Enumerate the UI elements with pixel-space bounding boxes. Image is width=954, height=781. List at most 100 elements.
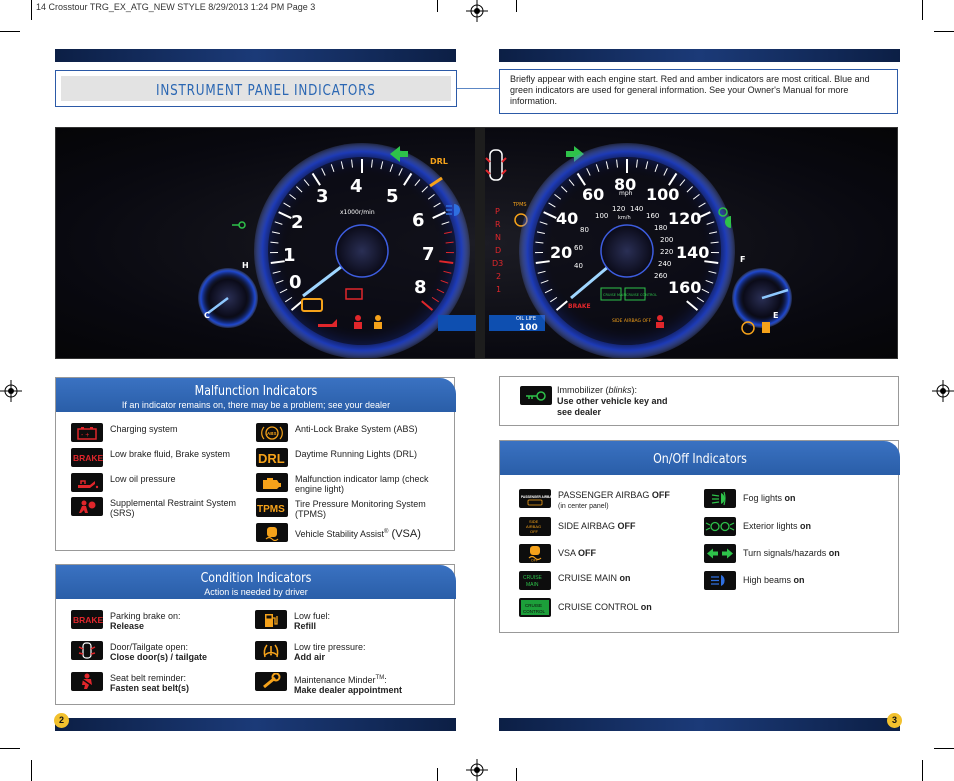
kmh-200: 200 bbox=[660, 236, 673, 244]
crop-mark bbox=[437, 768, 438, 781]
gauge-tick bbox=[550, 296, 558, 303]
tach-3: 3 bbox=[316, 186, 329, 207]
cruise-control-indicator: CRUISE CONTROL bbox=[624, 287, 657, 301]
svg-text:BRAKE: BRAKE bbox=[73, 615, 103, 625]
seat-belt-icon bbox=[71, 672, 103, 691]
page-number-left: 2 bbox=[54, 713, 69, 728]
gauge-tick bbox=[543, 211, 557, 219]
gauge-tick bbox=[561, 186, 568, 193]
gauge-tick bbox=[663, 168, 668, 176]
gauge-tick bbox=[697, 211, 711, 219]
check-engine-icon bbox=[256, 473, 288, 492]
condition-subtitle: Action is needed by driver bbox=[204, 587, 308, 597]
gauge-tick bbox=[296, 186, 303, 193]
page-number-right: 3 bbox=[887, 713, 902, 728]
exterior-lights-icon bbox=[704, 517, 736, 536]
tach-4: 4 bbox=[350, 176, 363, 197]
drl-item: DRL Daytime Running Lights (DRL) bbox=[256, 448, 418, 467]
fuel-pump-icon bbox=[255, 610, 287, 629]
tach-1: 1 bbox=[283, 245, 296, 266]
onoff-title: On/Off Indicators bbox=[653, 452, 747, 467]
crop-mark bbox=[437, 0, 438, 12]
gauge-tick bbox=[692, 193, 700, 200]
gauge-tick bbox=[311, 172, 321, 186]
tach-2: 2 bbox=[291, 212, 304, 233]
kmh-120: 120 bbox=[612, 205, 625, 213]
low-tire-icon bbox=[255, 641, 287, 660]
gauge-tick bbox=[705, 279, 714, 284]
fuel-f-label: F bbox=[740, 255, 745, 264]
gauge-tick bbox=[380, 161, 384, 170]
vsa-off-icon: OFF bbox=[519, 544, 551, 563]
gauge-tick bbox=[708, 270, 717, 274]
gauge-tick bbox=[439, 260, 454, 264]
gauge-tick bbox=[645, 161, 649, 170]
abs-icon bbox=[741, 321, 755, 335]
battery-icon bbox=[345, 288, 363, 300]
srs-icon bbox=[656, 315, 664, 328]
title-box: INSTRUMENT PANEL INDICATORS bbox=[55, 70, 457, 107]
malfunction-panel: Malfunction Indicators If an indicator r… bbox=[55, 377, 456, 551]
speed-40: 40 bbox=[556, 209, 578, 228]
door-open-icon bbox=[485, 149, 507, 181]
gauge-tick bbox=[270, 260, 285, 264]
tpms-icon: TPMS bbox=[256, 498, 288, 517]
srs-item: Supplemental Restraint System (SRS) bbox=[71, 497, 251, 518]
gauge-tick bbox=[568, 179, 575, 187]
gauge-tick bbox=[433, 202, 441, 208]
gauge-tick bbox=[321, 168, 326, 176]
speed-100: 100 bbox=[646, 185, 679, 204]
crop-mark bbox=[922, 760, 923, 781]
speed-160: 160 bbox=[668, 278, 701, 297]
gauge-tick bbox=[421, 300, 434, 311]
low-tire-item: Low tire pressure:Add air bbox=[255, 641, 450, 662]
gauge-tick bbox=[686, 186, 693, 193]
tach-0: 0 bbox=[289, 272, 302, 293]
kmh-140: 140 bbox=[630, 205, 643, 213]
drl-icon: DRL bbox=[256, 448, 288, 467]
connector-line bbox=[457, 88, 499, 89]
svg-text:OFF: OFF bbox=[531, 559, 538, 563]
kmh-180: 180 bbox=[654, 224, 667, 232]
tachometer-ticks bbox=[270, 159, 454, 311]
gear-n: N bbox=[495, 233, 501, 242]
info-display-left bbox=[438, 315, 476, 331]
passenger-airbag-item: PASSENGER AIRBAG PASSENGER AIRBAG OFF(in… bbox=[519, 489, 670, 510]
gauge-tick bbox=[389, 164, 394, 172]
tach-unit: x1000r/min bbox=[340, 209, 375, 216]
gauge-tick bbox=[427, 193, 435, 200]
gauge-tick bbox=[283, 202, 291, 208]
gauge-tick bbox=[398, 168, 403, 176]
gauge-tick bbox=[548, 202, 556, 208]
gauge-tick bbox=[696, 296, 704, 303]
gauge-tick bbox=[535, 260, 550, 264]
fuel-e-label: E bbox=[773, 311, 778, 320]
temp-c-label: C bbox=[204, 311, 210, 320]
svg-text:PASSENGER AIRBAG: PASSENGER AIRBAG bbox=[521, 495, 551, 499]
onoff-header: On/Off Indicators bbox=[500, 441, 900, 475]
svg-text:SIDE: SIDE bbox=[529, 519, 539, 524]
kmh-60: 60 bbox=[574, 244, 583, 252]
svg-text:CRUISE: CRUISE bbox=[525, 603, 542, 608]
svg-text:BRAKE: BRAKE bbox=[73, 453, 103, 463]
gauge-tick bbox=[440, 279, 449, 284]
speedometer-ticks bbox=[535, 159, 719, 311]
turn-signal-icon bbox=[704, 544, 736, 563]
gauge-tick bbox=[668, 172, 678, 186]
tach-5: 5 bbox=[386, 186, 399, 207]
malfunction-header: Malfunction Indicators If an indicator r… bbox=[56, 378, 456, 412]
gauge-tick bbox=[710, 241, 719, 244]
svg-text:CONTROL: CONTROL bbox=[523, 609, 545, 614]
gauge-tick bbox=[330, 164, 335, 172]
gauge-tick bbox=[544, 288, 553, 294]
airbag-icon bbox=[71, 497, 103, 516]
battery-icon: - + bbox=[71, 423, 103, 442]
gear-2: 2 bbox=[496, 272, 501, 281]
turn-right-icon bbox=[566, 146, 584, 162]
immobilizer-key-icon bbox=[520, 386, 552, 405]
brake-icon: BRAKE bbox=[71, 448, 103, 467]
gauge-tick bbox=[270, 241, 279, 244]
vsa-item: Vehicle Stability Assist® (VSA) bbox=[256, 523, 451, 542]
immobilizer-item: Immobilizer (blinks):Use other vehicle k… bbox=[520, 384, 720, 418]
svg-text:ABS: ABS bbox=[267, 431, 277, 436]
